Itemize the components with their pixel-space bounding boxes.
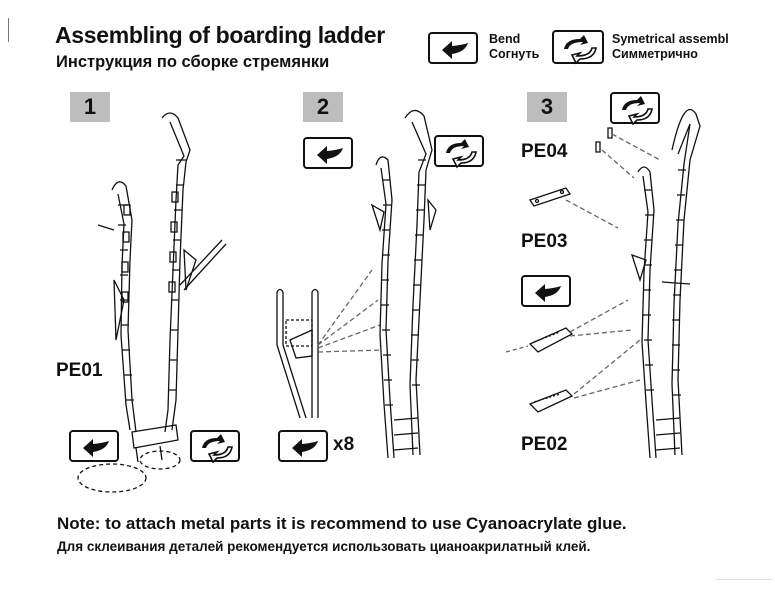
rotate-arrows-icon — [564, 35, 597, 65]
rotate-arrows-icon — [446, 139, 477, 169]
bend-arrow-icon — [535, 284, 561, 302]
legend-symmetric-icon — [552, 30, 604, 65]
rotate-arrows-icon — [622, 96, 653, 126]
step-2-number: 2 — [303, 92, 343, 122]
bend-arrow-icon — [442, 41, 468, 59]
legend-symmetric-en: Symetrical assembl — [612, 32, 729, 46]
part-label-pe01: PE01 — [56, 360, 103, 381]
step-3-bend-icon — [521, 275, 571, 307]
rotate-arrows-icon — [202, 434, 233, 464]
page-title: Assembling of boarding ladder — [55, 22, 385, 48]
step-3-number: 3 — [527, 92, 567, 122]
bend-arrow-icon — [317, 146, 343, 164]
step-3-ladder-drawing — [505, 108, 701, 459]
step-3-symmetric-icon — [610, 92, 660, 126]
step-2-bend-icon-bottom — [278, 430, 328, 462]
legend-bend-ru: Согнуть — [489, 47, 540, 61]
step-1-ladder-drawing — [77, 112, 227, 493]
step-2-bend-icon-top — [303, 137, 353, 169]
step-2-symmetric-icon — [434, 135, 484, 169]
part-label-pe04: PE04 — [521, 141, 568, 162]
step-1-bend-icon — [69, 430, 119, 462]
step-2-ladder-drawing — [276, 109, 437, 459]
step-1-number: 1 — [70, 92, 110, 122]
step-1-symmetric-icon — [190, 430, 240, 464]
page-subtitle: Инструкция по сборке стремянки — [56, 53, 330, 71]
bend-arrow-icon — [292, 439, 318, 457]
step-2-quantity: x8 — [333, 434, 355, 455]
margin-mark — [8, 18, 9, 42]
part-label-pe03: PE03 — [521, 231, 568, 252]
legend-bend-icon — [428, 32, 478, 64]
legend-bend-en: Bend — [489, 32, 521, 46]
corner-rule — [716, 579, 772, 580]
note-russian: Для склеивания деталей рекомендуется исп… — [57, 539, 591, 554]
bend-arrow-icon — [83, 439, 109, 457]
legend-symmetric-ru: Симметрично — [612, 47, 698, 61]
note-english: Note: to attach metal parts it is recomm… — [57, 514, 627, 533]
part-label-pe02: PE02 — [521, 434, 568, 455]
